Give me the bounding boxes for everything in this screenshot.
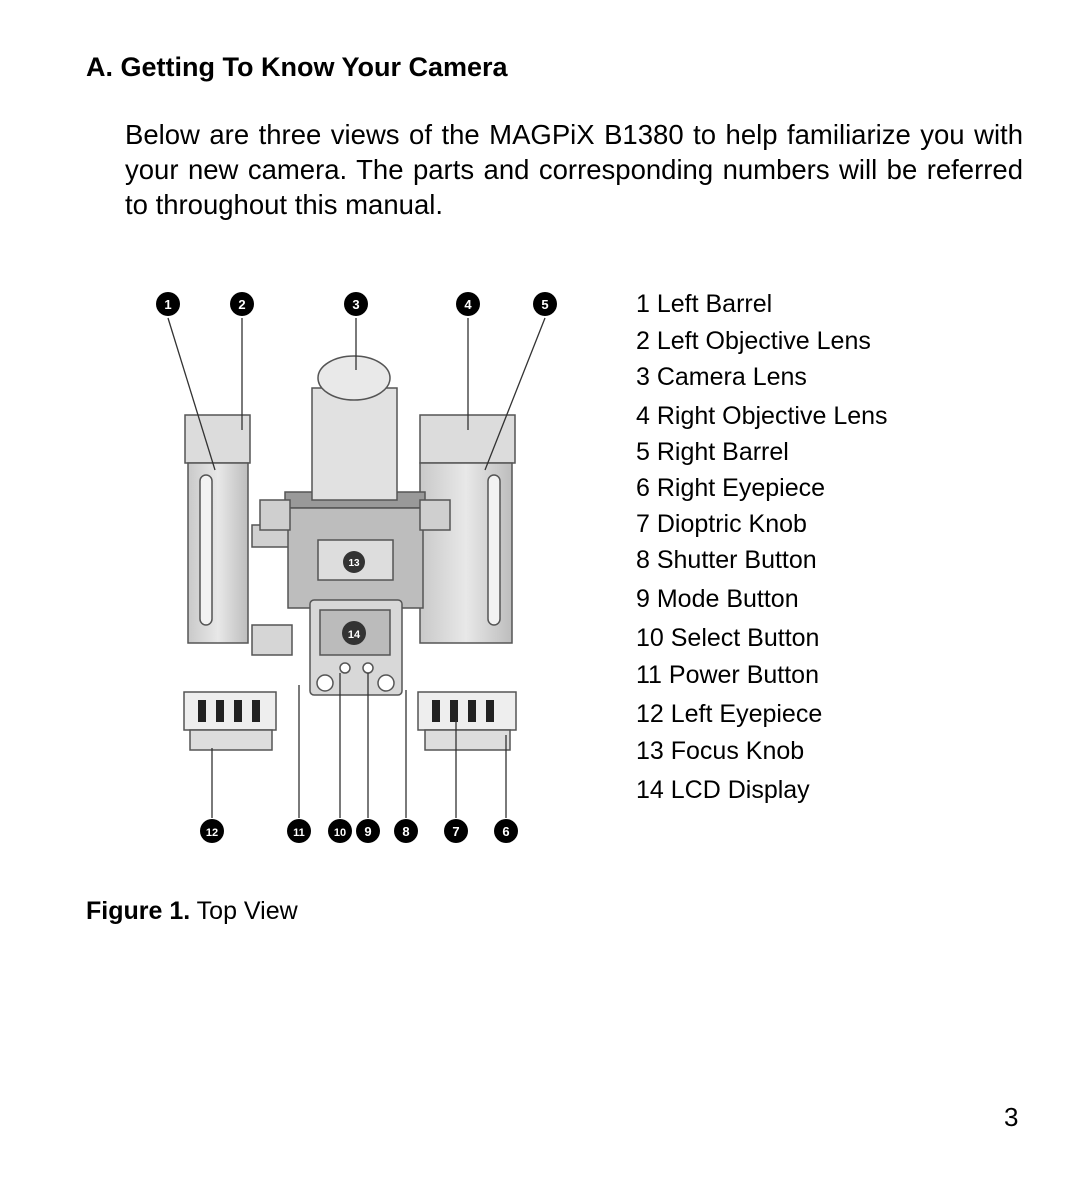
callout-14: 14 bbox=[342, 621, 366, 645]
svg-text:3: 3 bbox=[352, 297, 359, 312]
list-item: 13 Focus Knob bbox=[636, 737, 805, 765]
list-item: 6 Right Eyepiece bbox=[636, 474, 826, 502]
svg-text:12: 12 bbox=[206, 827, 218, 839]
callout-10: 10 bbox=[328, 819, 352, 843]
callout-3: 3 bbox=[344, 292, 368, 316]
callout-12: 12 bbox=[200, 819, 224, 843]
callout-5: 5 bbox=[533, 292, 557, 316]
list-item: 14 LCD Display bbox=[636, 776, 810, 804]
list-item: 8 Shutter Button bbox=[636, 546, 817, 574]
callout-4: 4 bbox=[456, 292, 480, 316]
list-item: 4 Right Objective Lens bbox=[636, 402, 888, 430]
svg-text:2: 2 bbox=[238, 297, 245, 312]
list-item: 5 Right Barrel bbox=[636, 438, 789, 466]
svg-text:6: 6 bbox=[502, 824, 509, 839]
svg-text:10: 10 bbox=[334, 827, 346, 839]
page-number: 3 bbox=[1004, 1102, 1019, 1132]
callout-9: 9 bbox=[356, 819, 380, 843]
svg-text:13: 13 bbox=[348, 558, 360, 569]
binocular-camera-diagram: 1 2 3 4 5 12 11 10 9 8 7 6 13 14 bbox=[140, 280, 580, 850]
section-heading: A. Getting To Know Your Camera bbox=[86, 52, 508, 82]
callout-7: 7 bbox=[444, 819, 468, 843]
list-item: 1 Left Barrel bbox=[636, 290, 773, 318]
list-item: 2 Left Objective Lens bbox=[636, 327, 871, 355]
callout-11: 11 bbox=[287, 819, 311, 843]
svg-text:4: 4 bbox=[464, 297, 472, 312]
list-item: 11 Power Button bbox=[636, 661, 819, 689]
callout-1: 1 bbox=[156, 292, 180, 316]
callout-8: 8 bbox=[394, 819, 418, 843]
callout-13: 13 bbox=[343, 551, 365, 573]
list-item: 10 Select Button bbox=[636, 624, 820, 652]
intro-paragraph: Below are three views of the MAGPiX B138… bbox=[125, 119, 1023, 220]
callout-6: 6 bbox=[494, 819, 518, 843]
list-item: 3 Camera Lens bbox=[636, 363, 807, 391]
svg-text:11: 11 bbox=[293, 827, 305, 839]
svg-text:1: 1 bbox=[164, 297, 171, 312]
svg-text:14: 14 bbox=[348, 629, 361, 641]
svg-text:9: 9 bbox=[364, 824, 371, 839]
list-item: 7 Dioptric Knob bbox=[636, 510, 807, 538]
svg-text:5: 5 bbox=[541, 297, 548, 312]
callout-2: 2 bbox=[230, 292, 254, 316]
list-item: 12 Left Eyepiece bbox=[636, 700, 823, 728]
figure-caption: Figure 1. Top View bbox=[86, 897, 298, 926]
svg-text:7: 7 bbox=[452, 824, 459, 839]
list-item: 9 Mode Button bbox=[636, 585, 799, 613]
svg-text:8: 8 bbox=[402, 824, 409, 839]
figure-caption-label: Figure 1. bbox=[86, 897, 191, 925]
figure-caption-text: Top View bbox=[190, 897, 298, 925]
